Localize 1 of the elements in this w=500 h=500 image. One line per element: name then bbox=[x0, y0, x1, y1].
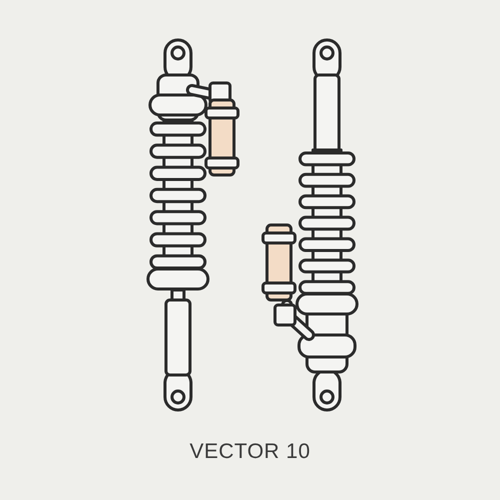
caption-text: VECTOR 10 bbox=[190, 440, 310, 463]
